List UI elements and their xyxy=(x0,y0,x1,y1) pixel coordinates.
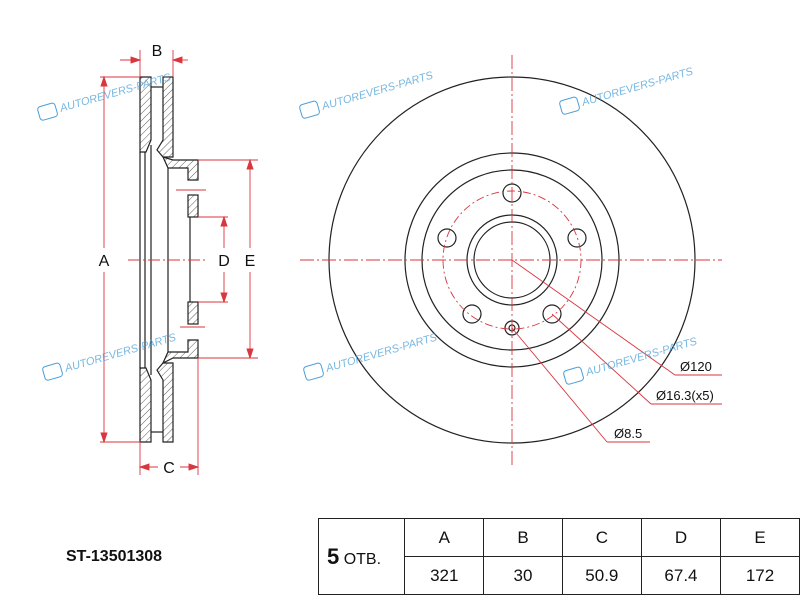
part-number: ST-13501308 xyxy=(66,548,163,565)
pcd-label: Ø120 xyxy=(680,359,712,374)
watermark: AUTOREVERS-PARTS xyxy=(303,331,439,381)
front-centerlines xyxy=(300,55,722,465)
holes-label: ОТВ. xyxy=(343,550,382,568)
small-hole-label: Ø8.5 xyxy=(614,426,642,441)
side-dimensions xyxy=(100,50,258,475)
dimension-label-d: D xyxy=(218,253,230,270)
watermark: AUTOREVERS-PARTS xyxy=(559,65,695,115)
bolt-hole xyxy=(462,304,482,324)
svg-text:AUTOREVERS-PARTS: AUTOREVERS-PARTS xyxy=(58,71,173,115)
value-c: 50.9 xyxy=(561,556,642,595)
header-c: C xyxy=(561,518,642,557)
watermark: AUTOREVERS-PARTS xyxy=(42,331,178,381)
dimension-label-e: E xyxy=(245,253,256,270)
table-header-row: 5 ОТВ. A B C D E xyxy=(317,518,800,595)
svg-text:AUTOREVERS-PARTS: AUTOREVERS-PARTS xyxy=(580,65,695,109)
bolt-hole xyxy=(567,228,587,248)
holes-count: 5 xyxy=(327,543,340,569)
header-d: D xyxy=(640,518,722,557)
dimension-label-c: C xyxy=(163,460,175,477)
bolt-hole-label: Ø16.3(x5) xyxy=(656,388,714,403)
value-a: 321 xyxy=(404,556,485,595)
value-b: 30 xyxy=(483,556,563,595)
dimension-label-b: B xyxy=(152,43,163,60)
svg-text:AUTOREVERS-PARTS: AUTOREVERS-PARTS xyxy=(320,69,435,113)
value-d: 67.4 xyxy=(640,556,722,595)
bolt-hole xyxy=(542,304,562,324)
watermark: AUTOREVERS-PARTS xyxy=(299,69,435,119)
dimensions-table: 5 ОТВ. A B C D E 321 30 50.9 67.4 172 xyxy=(317,518,800,595)
bolt-hole xyxy=(437,228,457,248)
holes-count-cell: 5 ОТВ. xyxy=(317,518,406,595)
value-e: 172 xyxy=(720,556,800,595)
watermarks: AUTOREVERS-PARTS AUTOREVERS-PARTS AUTORE… xyxy=(37,65,699,385)
dimension-label-a: A xyxy=(99,253,110,270)
table-values-row: 321 30 50.9 67.4 172 xyxy=(319,556,800,595)
svg-text:AUTOREVERS-PARTS: AUTOREVERS-PARTS xyxy=(324,331,439,375)
header-b: B xyxy=(483,518,563,557)
header-e: E xyxy=(720,518,800,557)
side-section-view xyxy=(139,76,199,443)
watermark: AUTOREVERS-PARTS xyxy=(563,335,699,385)
header-a: A xyxy=(404,518,485,557)
